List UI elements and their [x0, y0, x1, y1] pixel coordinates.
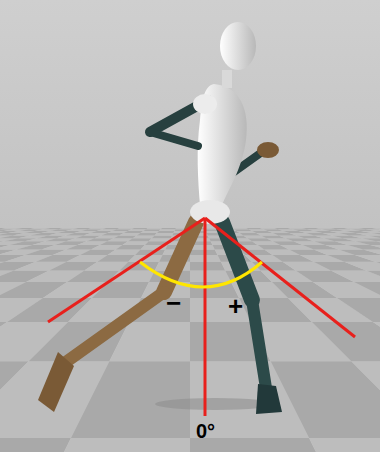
angle-line [205, 218, 355, 337]
floor-tile [366, 270, 380, 282]
minus-sign: − [166, 290, 181, 316]
floor-tile [363, 250, 380, 255]
checker-floor [0, 228, 380, 452]
floor-tile [0, 438, 71, 452]
floor-tile [361, 231, 380, 233]
zero-line [204, 218, 207, 416]
floor-tile [245, 228, 263, 229]
floor-tile [116, 245, 145, 249]
floor-tile [367, 235, 380, 238]
floor-tile [128, 238, 152, 241]
floor-tile [149, 238, 171, 241]
angle-zero: 0° [196, 421, 215, 441]
plus-sign: + [228, 293, 243, 319]
floor-tile [231, 228, 248, 229]
floor-tile [355, 255, 380, 262]
floor-tile [375, 262, 380, 271]
figure [38, 22, 282, 414]
floor-tile [312, 322, 380, 361]
floor-tile [155, 233, 174, 235]
floor-tile [122, 241, 148, 245]
floor-tile [376, 231, 380, 233]
floor-tile [161, 228, 176, 229]
angle-arc [140, 262, 262, 287]
floor-tile [71, 361, 190, 438]
floor-tile [146, 228, 162, 229]
floor-tile [344, 262, 380, 271]
floor-tile [143, 229, 160, 231]
floor-tile [373, 322, 380, 361]
floor-tile [92, 282, 149, 298]
floor-tile [133, 235, 155, 238]
angle-line [48, 218, 205, 322]
floor-tile [108, 250, 141, 255]
floor-tile [355, 241, 380, 245]
floor-tile [365, 229, 380, 231]
floor-tile [114, 235, 137, 238]
floor-tile [351, 361, 380, 438]
wall [0, 0, 380, 228]
floor-tile [370, 228, 380, 229]
floor-tile [124, 231, 144, 233]
floor-tile [157, 231, 175, 233]
floor-tile [362, 238, 380, 241]
floor-tile [140, 231, 159, 233]
floor-tile [337, 298, 380, 322]
floor-tile [370, 245, 380, 249]
floor-tile [0, 438, 190, 452]
floor-tile [376, 241, 380, 245]
floor-tile [137, 233, 157, 235]
floor-tile [159, 229, 175, 231]
floor-tile [372, 233, 380, 235]
floor-tile [354, 282, 380, 298]
floor-tile [309, 438, 380, 452]
floor-tile [190, 262, 225, 271]
floor-tile [152, 235, 172, 238]
floor-tile [132, 228, 149, 229]
floor-tile [119, 233, 140, 235]
floor-tile [128, 229, 146, 231]
floor-tile [190, 270, 231, 282]
